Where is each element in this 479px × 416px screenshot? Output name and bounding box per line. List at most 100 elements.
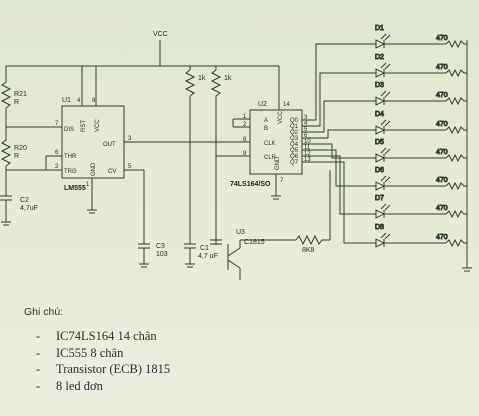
- led-ref: D5: [375, 139, 384, 146]
- led-ray: [380, 62, 387, 69]
- u1-pin-num-vcc: 8: [92, 98, 96, 104]
- u2-pin-b: B: [264, 126, 268, 132]
- led-ref: D1: [375, 25, 384, 32]
- led-resistor-value: 470: [436, 149, 448, 156]
- led-ray: [384, 120, 391, 127]
- u2-pin-number: 3: [304, 115, 308, 121]
- led-ray: [380, 203, 387, 210]
- led-symbol: [375, 153, 386, 163]
- u1-pin-gnd: GND: [91, 162, 97, 176]
- u2-pin-q: Q3: [290, 136, 299, 142]
- u1-part: LM555: [64, 185, 86, 192]
- led-ray: [384, 63, 391, 70]
- u2-pin-clk: CLK: [264, 141, 276, 147]
- led-ref: D8: [375, 224, 384, 231]
- led-wire: [302, 155, 376, 215]
- led-ray: [380, 175, 387, 182]
- led-resistor: [445, 238, 467, 248]
- c3-ref: C3: [156, 243, 165, 250]
- led-ray: [384, 148, 391, 155]
- led-resistor-value: 470: [436, 92, 448, 99]
- u2-ref: U2: [258, 101, 267, 108]
- u2-pin-q: Q6: [290, 154, 299, 160]
- led-ray: [384, 204, 391, 211]
- u2-pin-number: 6: [304, 133, 308, 139]
- led-resistor-value: 470: [436, 234, 448, 241]
- c2-ref: C2: [20, 197, 29, 204]
- r21-value: R: [14, 99, 19, 106]
- led-ray: [380, 232, 387, 239]
- notes-section: Ghi chú: -IC74LS164 14 chân -IC555 8 châ…: [18, 306, 318, 394]
- notes-list: -IC74LS164 14 chân -IC555 8 chân -Transi…: [18, 328, 318, 394]
- led-resistor-value: 470: [436, 121, 448, 128]
- pullup-left-value: 1k: [198, 75, 206, 82]
- led-ray: [380, 119, 387, 126]
- u1-pin-num-rst: 4: [77, 98, 81, 104]
- note-text: Transistor (ECB) 1815: [56, 362, 171, 376]
- note-item: -IC74LS164 14 chân: [36, 329, 157, 343]
- u1-pin-trg: TRG: [64, 169, 77, 175]
- led-wire: [302, 161, 376, 244]
- c1-ref: C1: [200, 245, 209, 252]
- u2-pin-q: Q5: [290, 148, 299, 154]
- led-resistor: [445, 209, 467, 219]
- r20-value: R: [14, 153, 19, 160]
- u1-pin-num-cv: 5: [128, 164, 132, 170]
- c1-value: 4,7 uF: [198, 253, 218, 260]
- led-resistor: [445, 181, 467, 191]
- u2-pin-number: 4: [304, 121, 308, 127]
- u1-pin-vcc: VCC: [95, 119, 101, 132]
- led-ref: D4: [375, 111, 384, 118]
- u1-pin-thr: THR: [64, 154, 77, 160]
- u2-pin-number-left: 8: [243, 137, 247, 143]
- u2-pin-gnd: GND: [275, 156, 281, 170]
- led-ref: D6: [375, 167, 384, 174]
- u3-part: C1815: [244, 239, 265, 246]
- led-resistor-value: 470: [436, 205, 448, 212]
- led-symbol: [375, 96, 386, 106]
- led-ray: [380, 90, 387, 97]
- pullup-right-value: 1k: [224, 75, 232, 82]
- note-item: -Transistor (ECB) 1815: [36, 362, 171, 376]
- u1-pin-num-gnd: 1: [86, 182, 90, 188]
- c3-value: 103: [156, 251, 168, 258]
- note-item: -IC555 8 chân: [36, 345, 124, 360]
- led-resistor: [445, 125, 467, 135]
- led-symbol: [375, 125, 386, 135]
- led-symbol: [375, 209, 386, 219]
- u1-pin-dis: DIS: [64, 127, 74, 133]
- led-wire: [302, 129, 376, 139]
- led-wire: [302, 143, 376, 159]
- u2-pin-number: 5: [304, 127, 308, 133]
- u2-pin-num-gnd: 7: [280, 178, 284, 184]
- u2-pin-number: 12: [304, 151, 311, 157]
- u1-pin-num-thr: 6: [55, 150, 59, 156]
- rb-value: 8K8: [302, 247, 315, 254]
- u2-pin-number-left: 9: [243, 151, 247, 157]
- u2-part: 74LS164/SO: [230, 181, 271, 188]
- u2-pin-q: Q2: [290, 130, 299, 136]
- led-resistor: [445, 96, 467, 106]
- led-symbol: [375, 68, 386, 78]
- u1-pin-num-trg: 2: [55, 164, 59, 170]
- u2-pin-q: Q1: [290, 124, 299, 130]
- led-symbol: [375, 39, 386, 49]
- u2-pin-number-left: 1: [243, 114, 247, 120]
- circuit-schematic: D1470D2470D3470D4470D5470D6470D7470D8470…: [0, 25, 472, 280]
- led-resistor-value: 470: [436, 35, 448, 42]
- u1-pin-num-dis: 7: [55, 121, 59, 127]
- u1-pin-cv: CV: [108, 169, 116, 175]
- u3-ref: U3: [236, 229, 245, 236]
- led-ref: D3: [375, 82, 384, 89]
- led-wire: [302, 43, 376, 121]
- led-ray: [380, 147, 387, 154]
- u2-pin-number: 10: [304, 139, 311, 145]
- led-ray: [384, 91, 391, 98]
- u2-pin-num-vcc: 14: [283, 102, 290, 108]
- r20-ref: R20: [14, 145, 27, 152]
- u2-pin-q: Q0: [290, 118, 299, 124]
- u2-pin-q: Q7: [290, 160, 299, 166]
- led-ray: [380, 33, 387, 40]
- u1-pin-rst: RST: [81, 120, 87, 132]
